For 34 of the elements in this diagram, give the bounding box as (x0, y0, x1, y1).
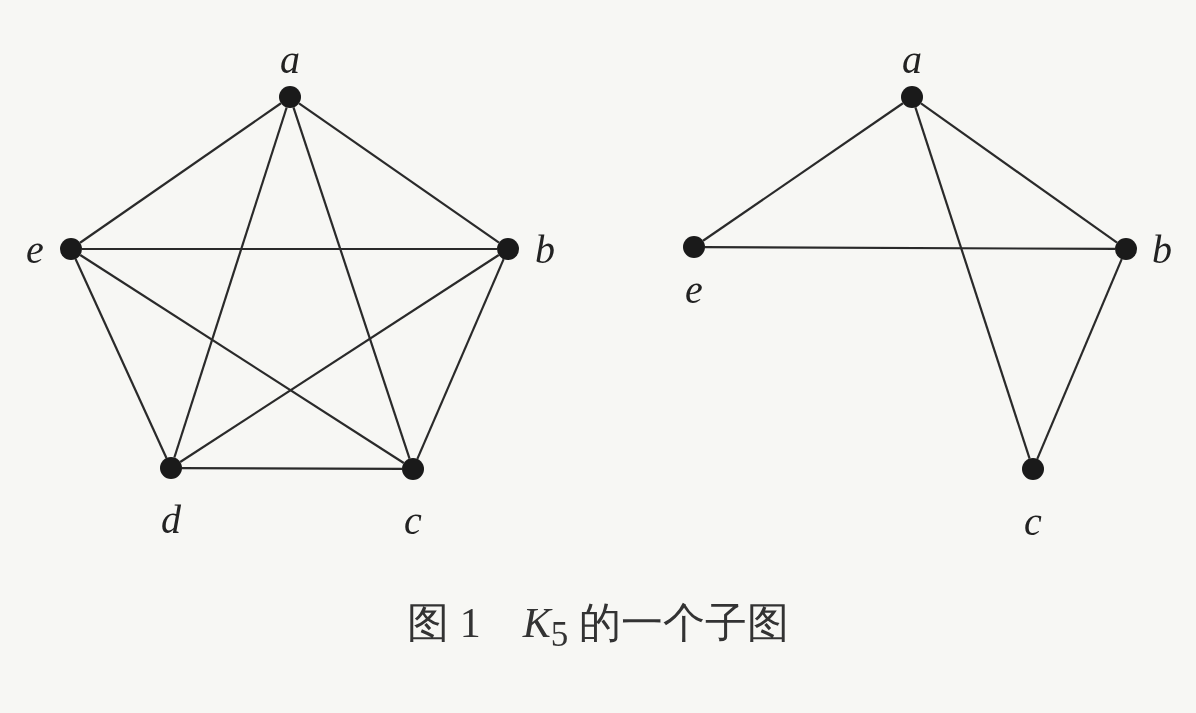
edge-line (702, 102, 904, 242)
vertex-label: c (1024, 502, 1042, 542)
vertex-dot (1022, 458, 1044, 480)
edge-line (82, 247, 497, 251)
vertex-dot (901, 86, 923, 108)
vertex-dot (160, 457, 182, 479)
vertex-dot (279, 86, 301, 108)
edge-line (173, 107, 288, 458)
vertex-dot (60, 238, 82, 260)
vertex-label: a (902, 40, 922, 80)
edge-line (179, 254, 500, 463)
edge-line (705, 245, 1115, 251)
edge-line (416, 258, 505, 460)
vertex-dot (683, 236, 705, 258)
vertex-label: c (404, 501, 422, 541)
vertex-label: b (535, 230, 555, 270)
edge-line (74, 258, 168, 459)
vertex-label: d (161, 500, 181, 540)
vertex-label: e (685, 270, 703, 310)
vertex-label: a (280, 40, 300, 80)
edge-line (920, 102, 1118, 244)
edge-line (79, 102, 282, 244)
vertex-label: b (1152, 230, 1172, 270)
vertex-dot (497, 238, 519, 260)
edge-line (182, 466, 402, 471)
edge-line (1036, 258, 1123, 460)
vertex-dot (1115, 238, 1137, 260)
vertex-label: e (26, 230, 44, 270)
edge-line (298, 102, 500, 244)
figure-caption: 图 1 K$_{5}$ 的一个子图 (406, 599, 790, 657)
edge-line (292, 107, 411, 459)
edge-line (79, 254, 405, 464)
edge-line (914, 107, 1031, 459)
vertex-dot (402, 458, 424, 480)
